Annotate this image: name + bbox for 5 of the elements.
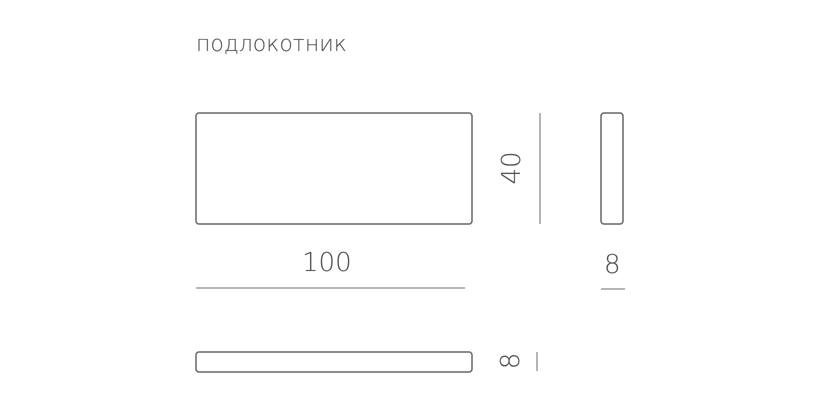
drawing-title: подлокотник (196, 34, 347, 56)
dimension-value: 8 (604, 252, 621, 278)
dimension-value: 8 (498, 352, 524, 370)
dimension-value: 40 (499, 151, 525, 185)
dimension-value: 100 (302, 250, 352, 276)
